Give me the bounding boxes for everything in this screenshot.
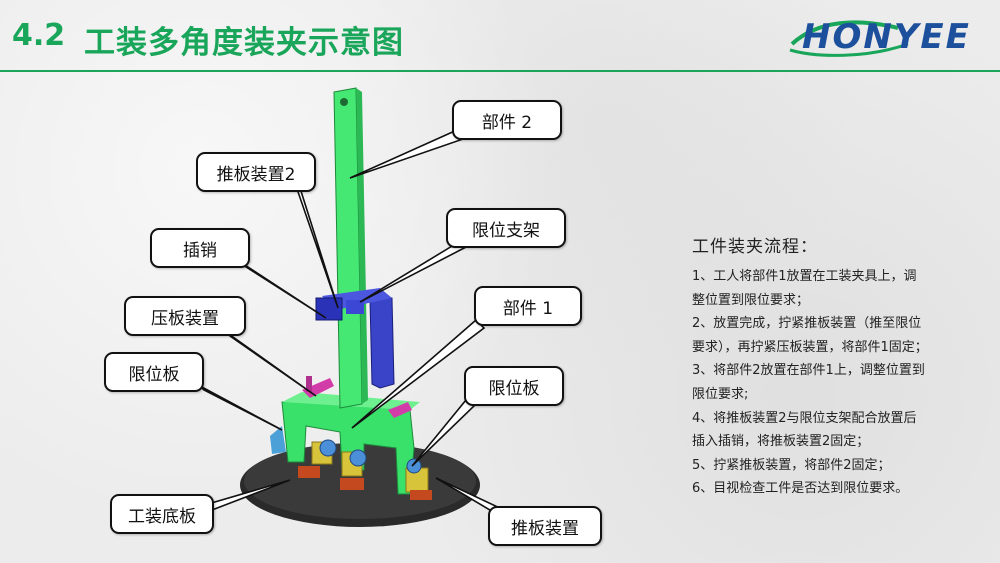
header-divider [0, 70, 1000, 72]
callout-limit-bracket: 限位支架 [446, 208, 566, 248]
callout-pin: 插销 [150, 228, 250, 268]
callout-part2: 部件 2 [452, 100, 562, 140]
section-number: 4.2 [12, 18, 66, 53]
limit-plate-left-shape [270, 426, 286, 454]
push-device2-shape [315, 297, 343, 321]
callout-clamp-device: 压板装置 [124, 296, 246, 336]
part1-frame [281, 399, 415, 495]
process-line: 1、工人将部件1放置在工装夹具上，调 [692, 269, 917, 284]
process-line: 6、目视检查工件是否达到限位要求。 [692, 481, 909, 497]
honyee-logo-icon [789, 20, 909, 57]
slide-header: 4.2 工装多角度装夹示意图 HONYEE [0, 0, 1000, 72]
callout-base-plate: 工装底板 [110, 494, 214, 534]
process-description: 工件装夹流程： 1、工人将部件1放置在工装夹具上，调 整位置到限位要求； 2、放… [692, 232, 982, 501]
process-line: 3、将部件2放置在部件1上，调整位置到 [692, 363, 925, 379]
process-line: 5、拧紧推板装置，将部件2固定； [692, 457, 891, 473]
process-line: 插入插销，将推板装置2固定； [692, 434, 870, 450]
process-line: 2、放置完成，拧紧推板装置（推至限位 [692, 316, 922, 332]
process-line: 限位要求; [692, 386, 749, 402]
callout-part1: 部件 1 [474, 286, 582, 326]
page-title: 工装多角度装夹示意图 [84, 25, 404, 61]
clamp-device-shape [302, 378, 334, 398]
callout-push-device2: 推板装置2 [196, 152, 316, 192]
push-device-shape [298, 439, 432, 500]
limit-bracket-shape [369, 295, 395, 389]
process-line: 要求），再拧紧压板装置，将部件1固定； [692, 339, 928, 355]
callout-push-device: 推板装置 [488, 506, 602, 546]
process-title: 工件装夹流程： [692, 237, 818, 257]
callout-limit-plate-left: 限位板 [104, 352, 204, 392]
fixture-diagram [199, 87, 506, 527]
callout-limit-plate-right: 限位板 [464, 366, 564, 406]
process-line: 4、将推板装置2与限位支架配合放置后 [692, 410, 917, 426]
logo-text: HONYEE [802, 17, 971, 57]
process-line: 整位置到限位要求； [692, 292, 810, 308]
